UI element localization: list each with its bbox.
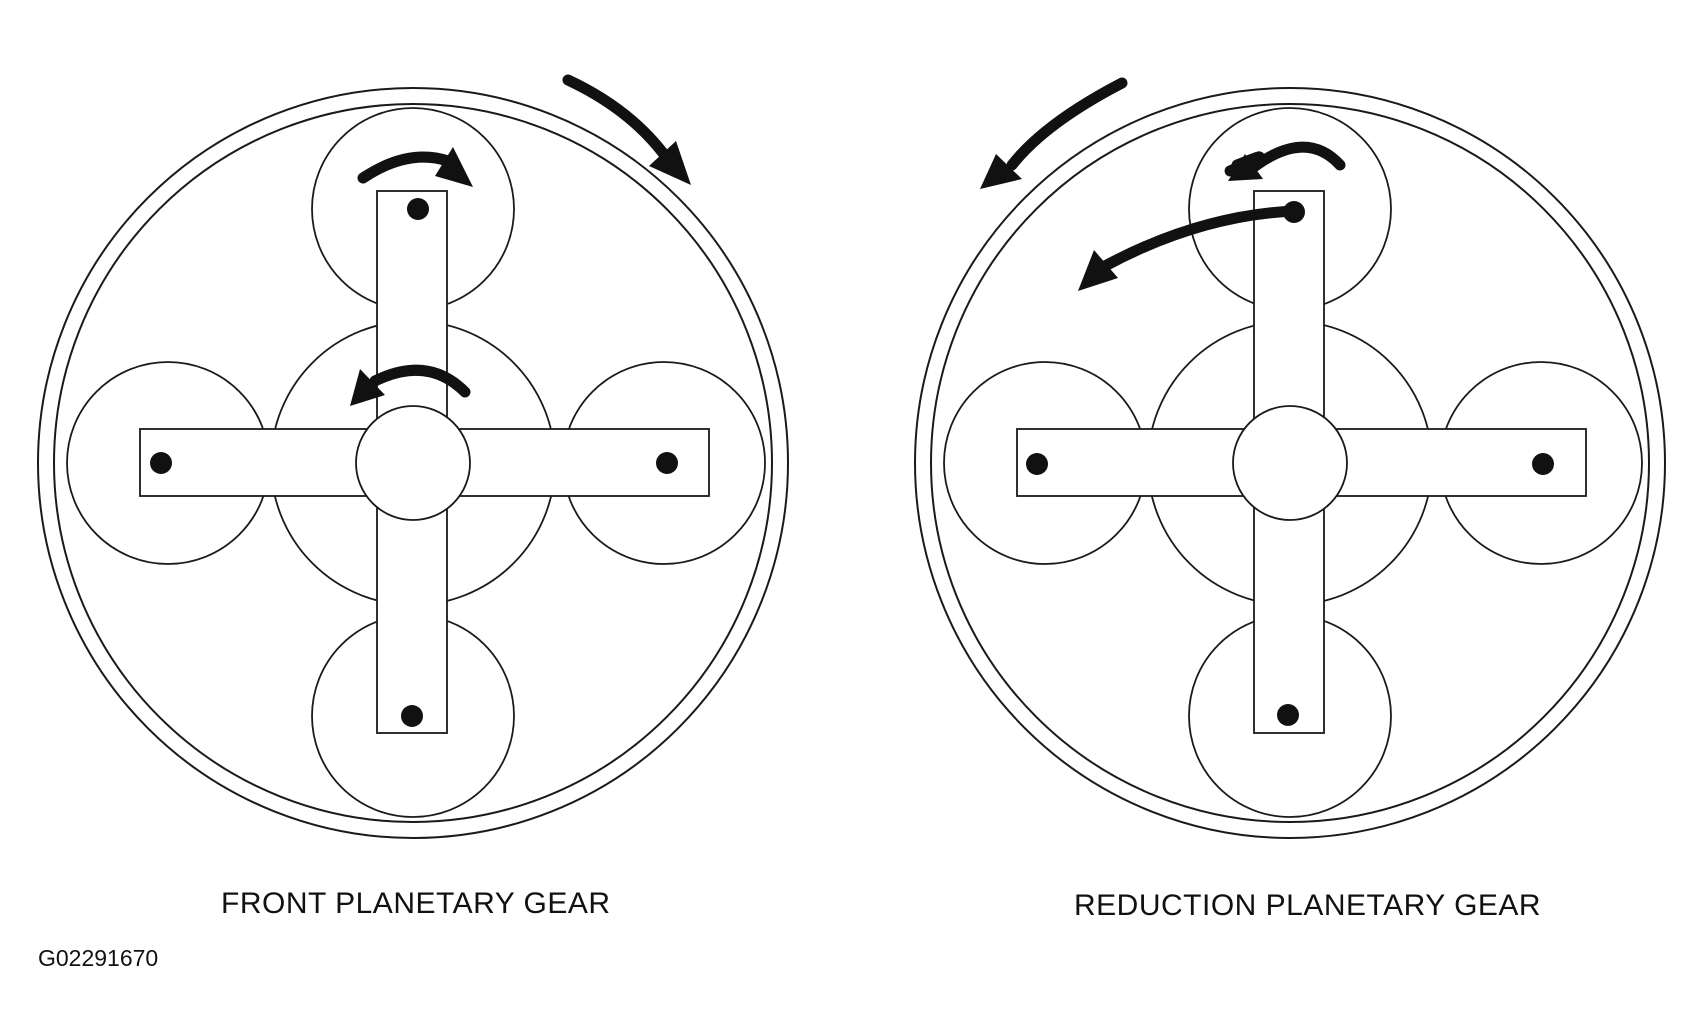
pin-icon xyxy=(407,198,429,220)
front-planetary-caption: FRONT PLANETARY GEAR xyxy=(221,887,611,920)
reduction-planetary-caption: REDUCTION PLANETARY GEAR xyxy=(1074,889,1542,922)
pinion-rotation-arrow-icon xyxy=(357,147,473,187)
sun-rotation-arrow-icon xyxy=(350,364,471,406)
pin-icon xyxy=(656,452,678,474)
pin-icon xyxy=(150,452,172,474)
pin-icon xyxy=(401,705,423,727)
pinion-rotation-arrow-icon xyxy=(1224,141,1346,181)
figure-code: G02291670 xyxy=(38,945,159,971)
pin-icon xyxy=(1277,704,1299,726)
front-planetary-gearset xyxy=(37,74,789,839)
pin-icon xyxy=(1532,453,1554,475)
ring-rotation-arrow-icon xyxy=(562,74,691,185)
ring-rotation-arrow-icon xyxy=(980,77,1128,189)
reduction-planetary-gearset xyxy=(914,77,1666,839)
pin-icon xyxy=(1026,453,1048,475)
carrier-rotation-arrow-icon xyxy=(1078,205,1301,291)
